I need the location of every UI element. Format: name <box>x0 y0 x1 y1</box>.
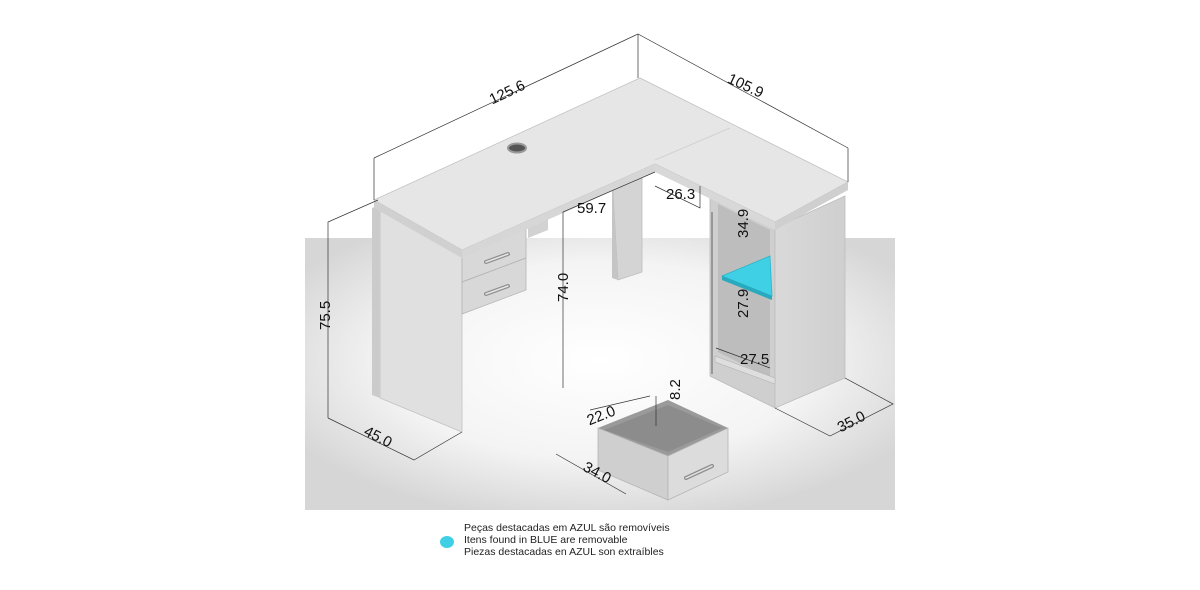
legend-text-es: Piezas destacadas en AZUL son extraíbles <box>464 546 664 558</box>
desktop <box>373 77 849 258</box>
loose-drawer <box>597 400 729 501</box>
dim-niche-depth: 27.5 <box>740 351 769 368</box>
legend: Peças destacadas em AZUL são removíveis … <box>440 522 670 558</box>
dim-side-length: 105.9 <box>725 70 766 101</box>
cable-grommet <box>507 142 527 154</box>
dim-lower-niche: 27.9 <box>735 289 752 318</box>
dim-inner-height: 74.0 <box>555 273 572 302</box>
dim-top-length: 125.6 <box>487 77 528 108</box>
dimension-lines <box>327 33 894 495</box>
legend-text-pt: Peças destacadas em AZUL são removíveis <box>464 522 670 534</box>
dim-drawer-height: 8.2 <box>667 379 684 400</box>
blue-swatch <box>440 536 454 548</box>
dim-cabinet-offset: 26.3 <box>666 186 695 203</box>
legend-text-en: Itens found in BLUE are removable <box>464 534 628 546</box>
dim-upper-niche: 34.9 <box>735 209 752 238</box>
dim-height: 75.5 <box>317 301 334 330</box>
dim-knee-width: 59.7 <box>577 200 606 217</box>
left-pedestal <box>372 204 463 433</box>
right-cabinet <box>709 195 846 409</box>
